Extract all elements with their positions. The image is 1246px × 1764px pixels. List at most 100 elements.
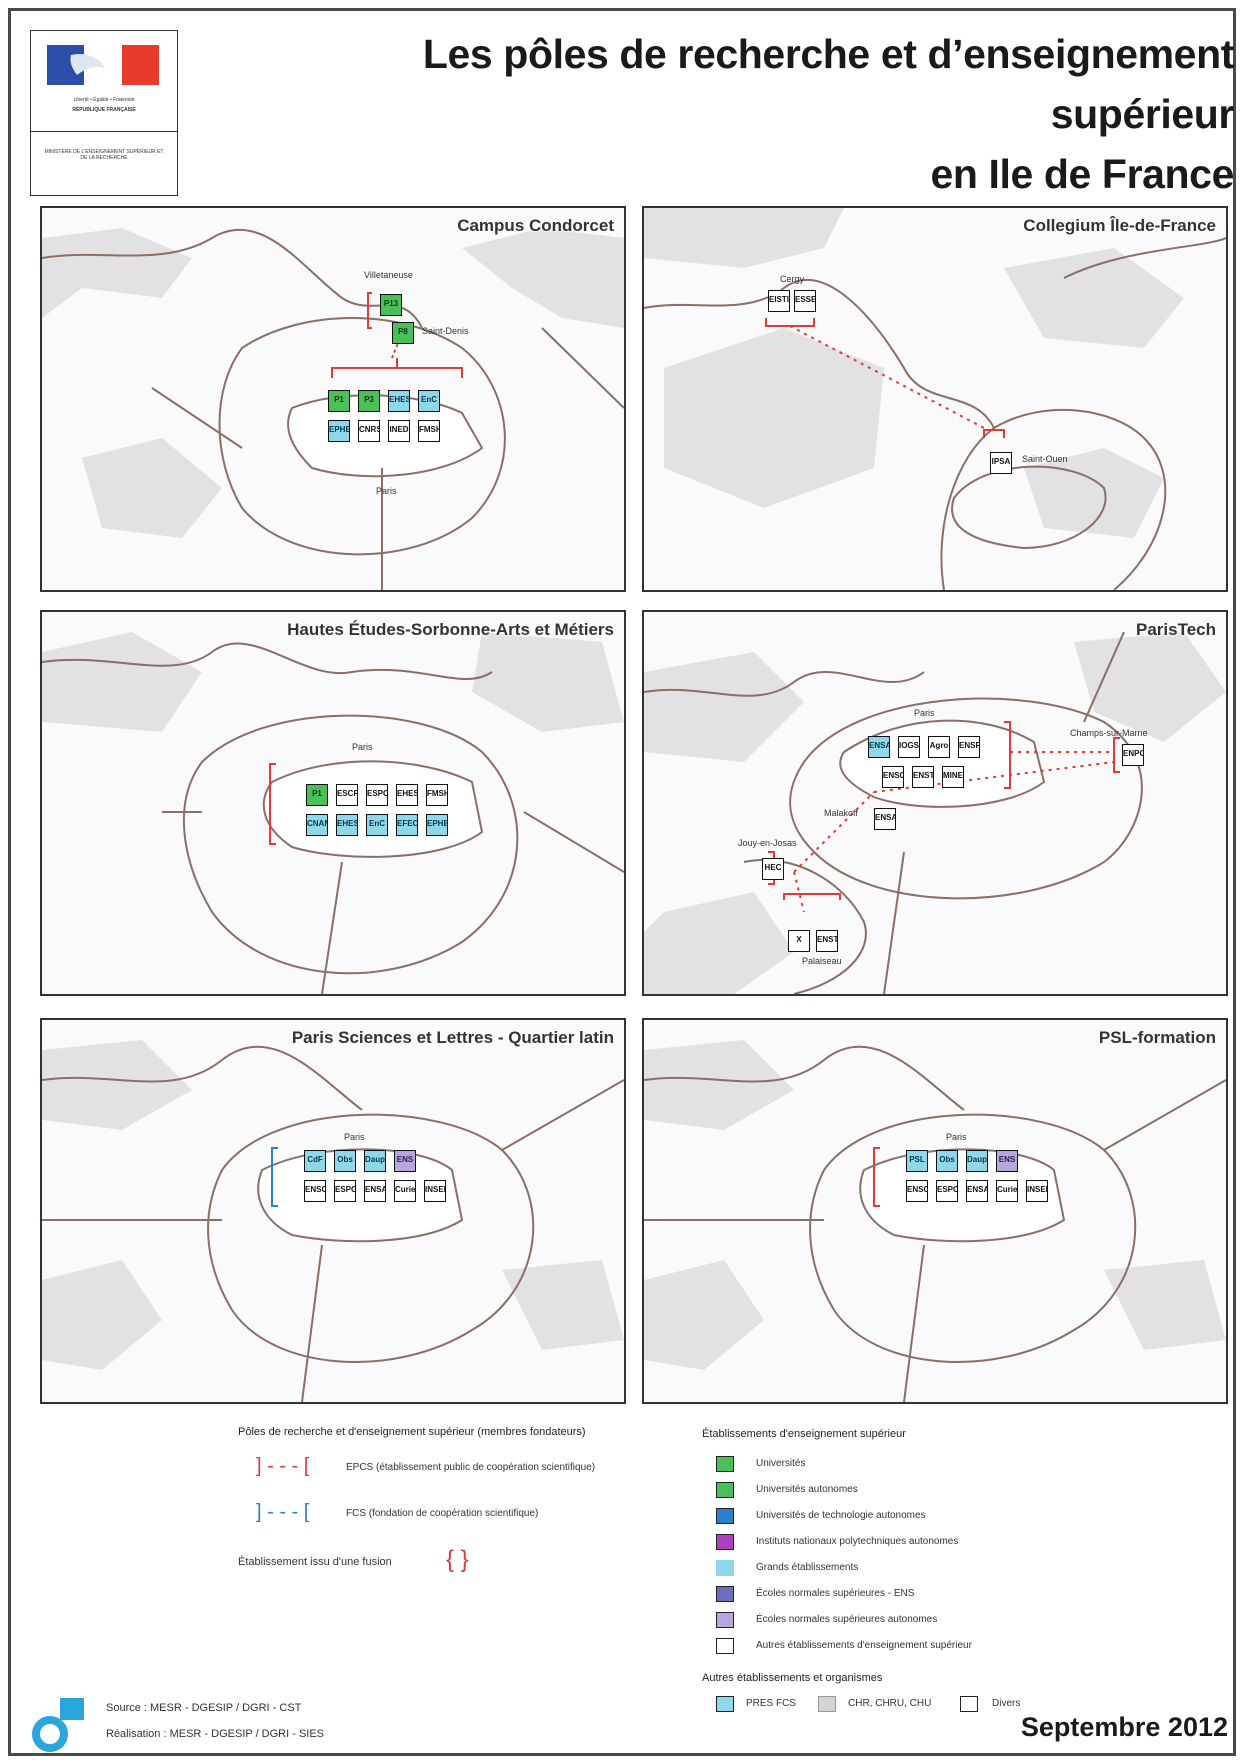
legend-etab-item: Écoles normales supérieures - ENS (756, 1588, 915, 1599)
etab-box: CNRS (358, 420, 380, 442)
legend-epcs: EPCS (établissement public de coopératio… (346, 1462, 596, 1473)
mesr-logo-icon (32, 1698, 84, 1752)
etab-box: P13 (380, 294, 402, 316)
place-label: Paris (946, 1132, 967, 1142)
university-swatch-icon (716, 1456, 734, 1472)
panel-campus-condorcet: Campus Condorcet Villetaneuse Saint-Deni… (40, 206, 626, 592)
logo-motto: Liberté • Égalité • Fraternité (73, 97, 135, 103)
etab-box: HEC (762, 858, 784, 880)
place-label: Saint-Ouen (1022, 454, 1068, 464)
panel-title: PSL-formation (1098, 1028, 1216, 1047)
page-title-line2: en Ile de France (930, 151, 1234, 197)
etab-box: Obs (334, 1150, 356, 1172)
map-background (42, 632, 624, 994)
place-label: Palaiseau (802, 956, 842, 966)
map-background (644, 631, 1226, 994)
etab-box: MINES (942, 766, 964, 788)
map-background (644, 1040, 1226, 1402)
map-frame (8, 8, 1236, 1756)
etab-box: ENSPCI (958, 736, 980, 758)
place-label: Jouy-en-Josas (738, 838, 797, 848)
map-background (42, 1040, 624, 1402)
legend-autres-item: CHR, CHRU, CHU (848, 1698, 932, 1709)
etab-box: ENSCP (882, 766, 904, 788)
etab-box: EHESS (336, 814, 358, 836)
logo-divider (31, 131, 177, 132)
etab-box: P3 (358, 390, 380, 412)
etab-box: IPSA (990, 452, 1012, 474)
place-label: Saint-Denis (422, 326, 469, 336)
legend-etab-item: Grands établissements (756, 1562, 859, 1573)
panel-title: Hautes Études-Sorbonne-Arts et Métiers (287, 620, 614, 639)
etab-box: ENSCP (304, 1180, 326, 1202)
etab-box: EFEO (396, 814, 418, 836)
etab-box: CNAM (306, 814, 328, 836)
etab-box: ENSAE (874, 808, 896, 830)
legend-autres-item: Divers (992, 1698, 1021, 1709)
place-label: Paris (344, 1132, 365, 1142)
autonomous-university-swatch-icon (716, 1482, 734, 1498)
logo-ministry: MINISTÈRE DE L'ENSEIGNEMENT SUPÉRIEUR ET… (44, 149, 164, 161)
etab-box: INED (388, 420, 410, 442)
logo-republic: RÉPUBLIQUE FRANÇAISE (72, 107, 136, 113)
etab-box: ENSTA (912, 766, 934, 788)
etab-box: Dauph (364, 1150, 386, 1172)
place-label: Malakoff (824, 808, 858, 818)
etab-box: EPHE (426, 814, 448, 836)
etab-box: ESSEC (794, 290, 816, 312)
etab-box: Dauph (966, 1150, 988, 1172)
panel-hesam: Hautes Études-Sorbonne-Arts et Métiers P… (40, 610, 626, 996)
etab-box: INSERM (1026, 1180, 1048, 1202)
etab-box: ENSTA (816, 930, 838, 952)
panel-title: Campus Condorcet (457, 216, 614, 235)
etab-box: Curie (394, 1180, 416, 1202)
legend-etab-title: Établissements d'enseignement supérieur (702, 1428, 906, 1440)
etab-box: Agro (928, 736, 950, 758)
etab-box: IOGS (898, 736, 920, 758)
place-label: Champs-sur-Marne (1070, 728, 1148, 738)
panel-paristech: ParisTech Paris Champs-sur-Marne Malakof… (642, 610, 1228, 996)
page-title-line1: Les pôles de recherche et d’enseignement… (422, 31, 1235, 137)
map-background (644, 208, 1226, 590)
etab-box: Obs (936, 1150, 958, 1172)
map-date: Septembre 2012 (1020, 1712, 1228, 1742)
etab-box: EHESS (388, 390, 410, 412)
etab-box: ENSAM (868, 736, 890, 758)
etab-box: EnC (418, 390, 440, 412)
etab-box: FMSH (418, 420, 440, 442)
place-label: Paris (352, 742, 373, 752)
panel-title: Paris Sciences et Lettres - Quartier lat… (291, 1028, 614, 1047)
fcs-brace-icon: ] - - - [ (256, 1501, 310, 1523)
etab-box: P1 (328, 390, 350, 412)
etab-box: EISTI (768, 290, 790, 312)
panel-collegium-idf: Collegium Île-de-France Cergy Saint-Ouen… (642, 206, 1228, 592)
etab-box: PSL (906, 1150, 928, 1172)
legend-etab-item: Universités de technologie autonomes (756, 1510, 926, 1521)
ministry-logo: Liberté • Égalité • Fraternité RÉPUBLIQU… (30, 30, 178, 196)
divers-icon (960, 1696, 978, 1712)
place-label: Paris (914, 708, 935, 718)
etab-box: EHESS (396, 784, 418, 806)
legend-autres-title: Autres établissements et organismes (702, 1672, 883, 1684)
legend-etab-item: Autres établissements d'enseignement sup… (756, 1640, 972, 1651)
etab-box: EPHE (328, 420, 350, 442)
legend-etab-item: Instituts nationaux polytechniques auton… (756, 1536, 959, 1547)
pres-fcs-icon (716, 1696, 734, 1712)
polytechnic-swatch-icon (716, 1534, 734, 1550)
etab-box: ENPC (1122, 744, 1144, 766)
etab-box: ESPCI (366, 784, 388, 806)
etab-box: ESCP (336, 784, 358, 806)
other-etab-swatch-icon (716, 1638, 734, 1654)
panel-title: Collegium Île-de-France (1023, 216, 1216, 235)
etab-box: ESPCI (936, 1180, 958, 1202)
ens-autonome-swatch-icon (716, 1612, 734, 1628)
etab-box: EnC (366, 814, 388, 836)
etab-box: ENSAD (966, 1180, 988, 1202)
panel-psl-quartier-latin: Paris Sciences et Lettres - Quartier lat… (40, 1018, 626, 1404)
place-label: Cergy (780, 274, 805, 284)
fusion-brace-icon: { } (446, 1546, 469, 1573)
marianne-flag-icon (47, 45, 159, 85)
etab-box: ENSC (906, 1180, 928, 1202)
legend-fusion: Établissement issu d'une fusion (238, 1556, 392, 1568)
legend-autres-item: PRES FCS (746, 1698, 797, 1709)
